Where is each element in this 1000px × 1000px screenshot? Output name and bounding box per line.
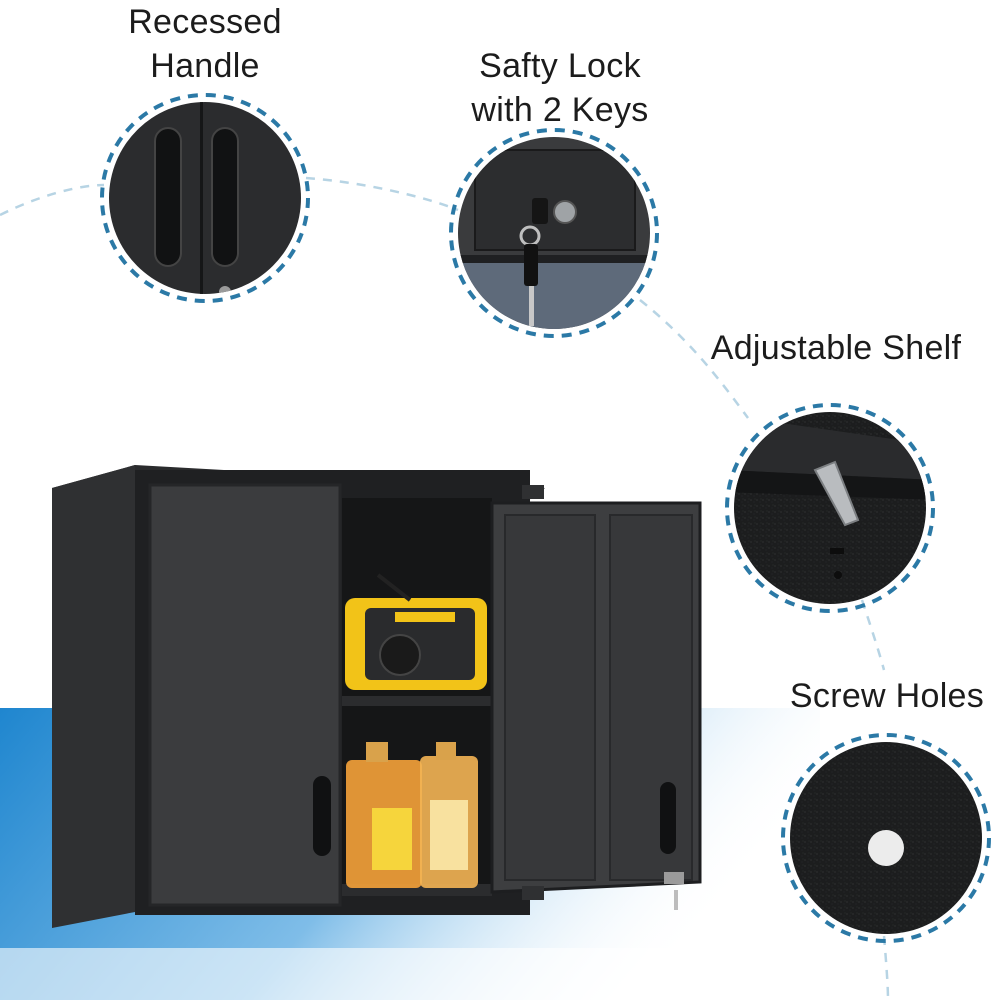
adjustable-shelf-detail xyxy=(734,412,926,604)
callout-line: Screw Holes xyxy=(789,677,985,715)
callout-line: Safty Lock xyxy=(479,47,641,85)
callout-adjustable-shelf: Adjustable Shelf xyxy=(686,326,986,370)
connector-line xyxy=(305,176,459,212)
callout-screw-holes: Screw Holes xyxy=(772,674,1000,718)
screw-holes-detail xyxy=(790,742,982,934)
callout-line: Adjustable Shelf xyxy=(710,329,962,367)
connector-line xyxy=(639,299,750,419)
recessed-handle-detail xyxy=(109,102,301,294)
callout-safety-lock: Safty Lock with 2 Keys xyxy=(440,44,680,132)
callout-line: Recessed xyxy=(128,3,282,41)
callout-line: with 2 Keys xyxy=(471,91,649,129)
callout-line: Handle xyxy=(150,47,260,85)
callout-recessed-handle: Recessed Handle xyxy=(100,0,310,88)
radio-item xyxy=(345,573,487,690)
connector-line xyxy=(860,599,886,671)
connector-line xyxy=(882,935,890,1000)
cabinet xyxy=(52,465,702,928)
bottles-item xyxy=(346,742,478,888)
connector-line xyxy=(0,183,105,217)
